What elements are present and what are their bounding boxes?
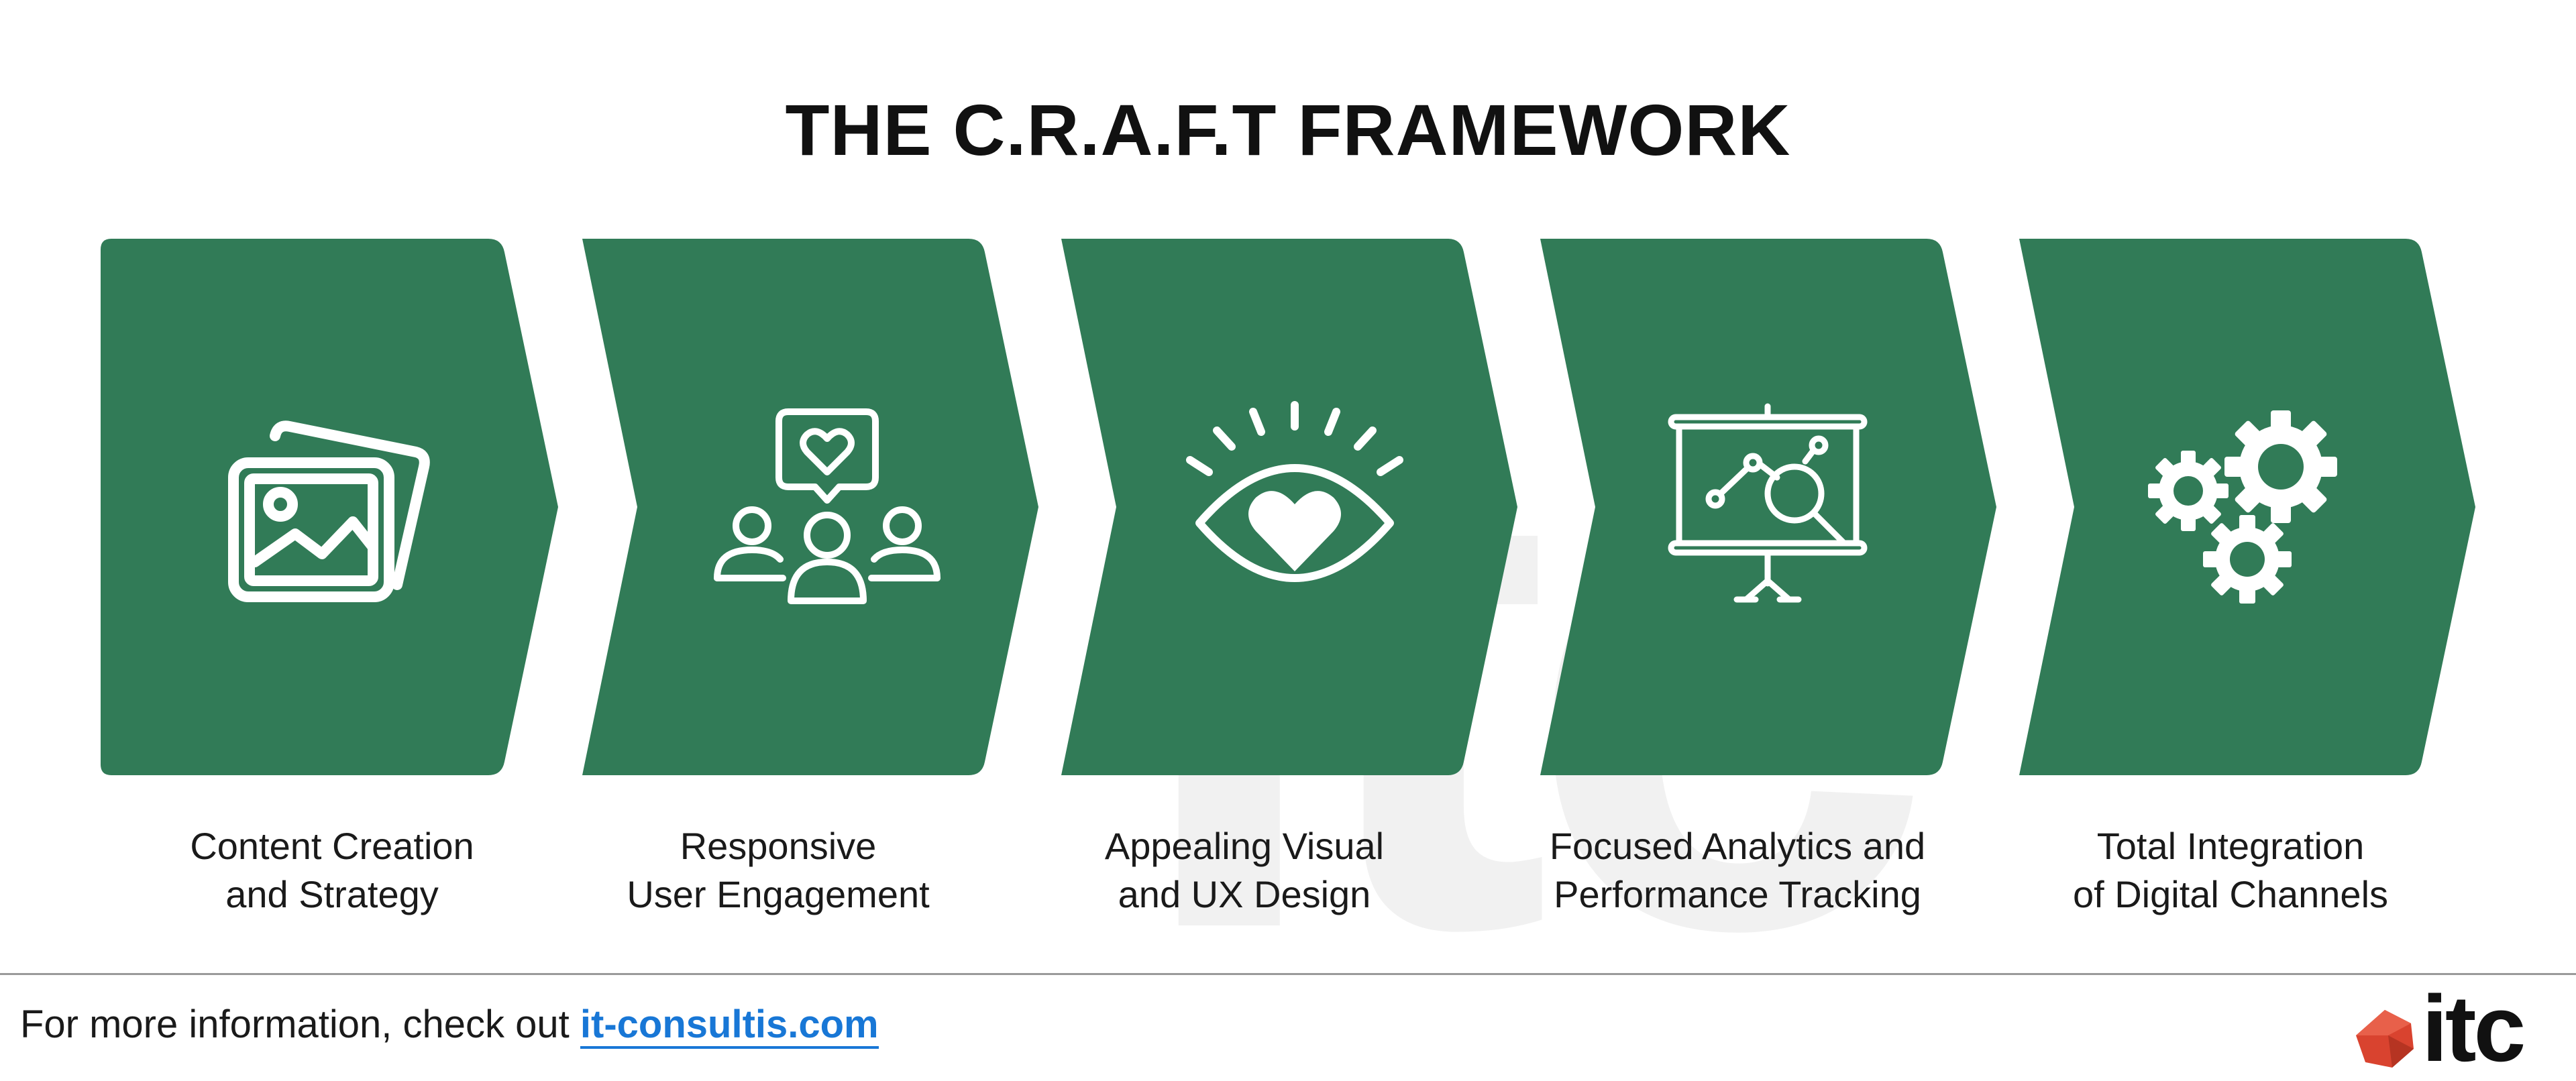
- logo-gem-icon: [2356, 1010, 2414, 1068]
- photo-gallery-icon: [221, 409, 430, 610]
- step-label-focused: Focused Analytics and Performance Tracki…: [1503, 822, 1972, 919]
- footer-link[interactable]: it-consultis.com: [580, 1003, 879, 1049]
- step-label-content-creation: Content Creation and Strategy: [97, 822, 567, 919]
- step-label-line1: Responsive: [680, 825, 877, 867]
- analytics-board-icon: [1667, 403, 1868, 606]
- chevron-step-1: [101, 239, 558, 775]
- footer-info: For more information, check out it-consu…: [20, 1002, 879, 1049]
- step-label-total: Total Integration of Digital Channels: [1996, 822, 2465, 919]
- chevron-step-2: [582, 239, 1038, 775]
- itc-logo: itc: [2355, 982, 2556, 1076]
- step-label-responsive: Responsive User Engagement: [543, 822, 1013, 919]
- step-label-line1: Focused Analytics and: [1549, 825, 1926, 867]
- logo-text: itc: [2422, 976, 2526, 1081]
- step-label-line2: of Digital Channels: [2072, 873, 2389, 915]
- page-title: THE C.R.A.F.T FRAMEWORK: [785, 89, 1791, 170]
- gears-icon: [2147, 406, 2348, 608]
- step-label-line1: Appealing Visual: [1104, 825, 1385, 867]
- eye-heart-icon: [1186, 401, 1403, 617]
- step-label-appealing: Appealing Visual and UX Design: [1010, 822, 1479, 919]
- footer: For more information, check out it-consu…: [0, 973, 2576, 1079]
- step-label-line2: and Strategy: [225, 873, 439, 915]
- step-label-line2: Performance Tracking: [1554, 873, 1921, 915]
- audience-heart-icon: [708, 408, 941, 609]
- step-label-line2: and UX Design: [1118, 873, 1371, 915]
- footer-text: For more information, check out: [20, 1003, 570, 1046]
- step-label-line1: Total Integration: [2096, 825, 2365, 867]
- step-label-line1: Content Creation: [190, 825, 474, 867]
- step-label-line2: User Engagement: [627, 873, 930, 915]
